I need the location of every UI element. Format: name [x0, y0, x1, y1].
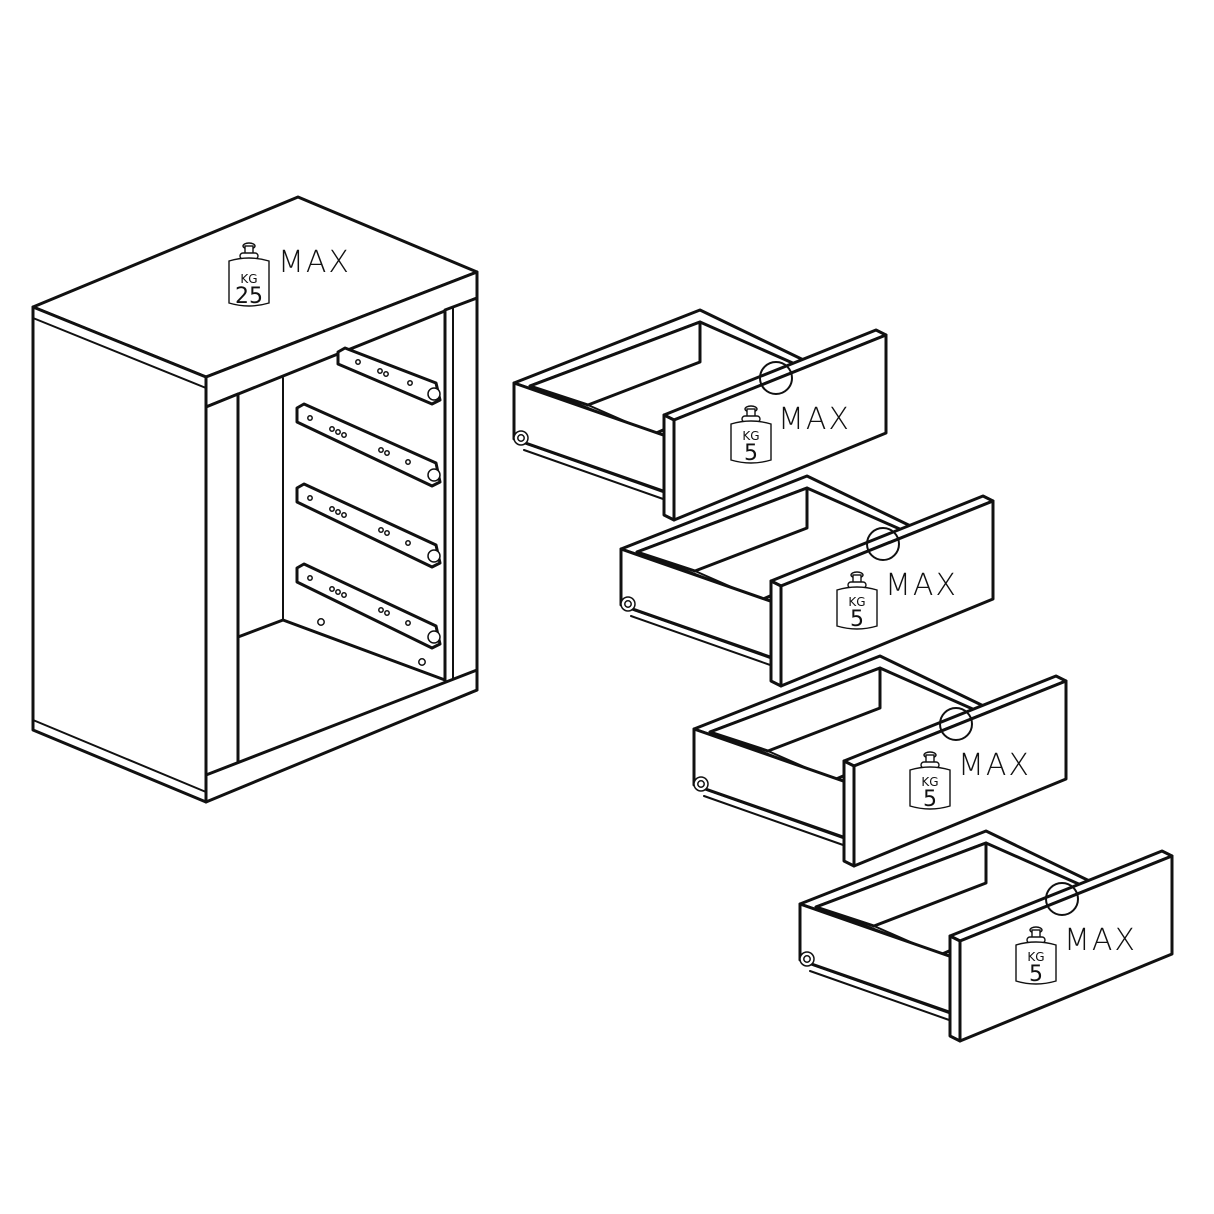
max-load-label: MAX: [958, 748, 1031, 783]
drawer: KG 5 MAX: [512, 308, 888, 522]
weight-icon: KG 25: [228, 242, 270, 309]
drawer: KG 5 MAX: [692, 654, 1068, 868]
cabinet-left-side: [31, 305, 208, 804]
weight-unit: KG: [240, 272, 257, 286]
weight-unit: KG: [848, 595, 865, 609]
cabinet: KG 25 MAX: [31, 195, 479, 804]
weight-icon: KG 5: [1015, 926, 1057, 987]
weight-value: 5: [850, 607, 864, 632]
max-load-label: MAX: [1064, 923, 1137, 958]
max-load-label: MAX: [278, 245, 351, 280]
drawer-runner: [295, 562, 442, 666]
drawer: KG 5 MAX: [619, 474, 995, 688]
weight-icon: KG 5: [836, 571, 878, 632]
max-load-label: MAX: [778, 402, 851, 437]
weight-value: 25: [235, 284, 263, 309]
weight-unit: KG: [921, 775, 938, 789]
weight-icon: KG 5: [909, 751, 951, 812]
drawer: KG 5 MAX: [798, 829, 1174, 1043]
drawer-runner: [295, 402, 442, 488]
weight-icon: KG 5: [730, 405, 772, 466]
cabinet-front-left-stile: [204, 392, 240, 790]
weight-value: 5: [923, 787, 937, 812]
weight-value: 5: [1029, 962, 1043, 987]
drawer-runner: [295, 482, 442, 569]
drawer-runner: [336, 346, 442, 406]
weight-unit: KG: [742, 429, 759, 443]
cabinet-right-side: [443, 296, 479, 705]
max-load-label: MAX: [885, 568, 958, 603]
cabinet-bottom: [204, 668, 479, 804]
weight-value: 5: [744, 441, 758, 466]
weight-unit: KG: [1027, 950, 1044, 964]
